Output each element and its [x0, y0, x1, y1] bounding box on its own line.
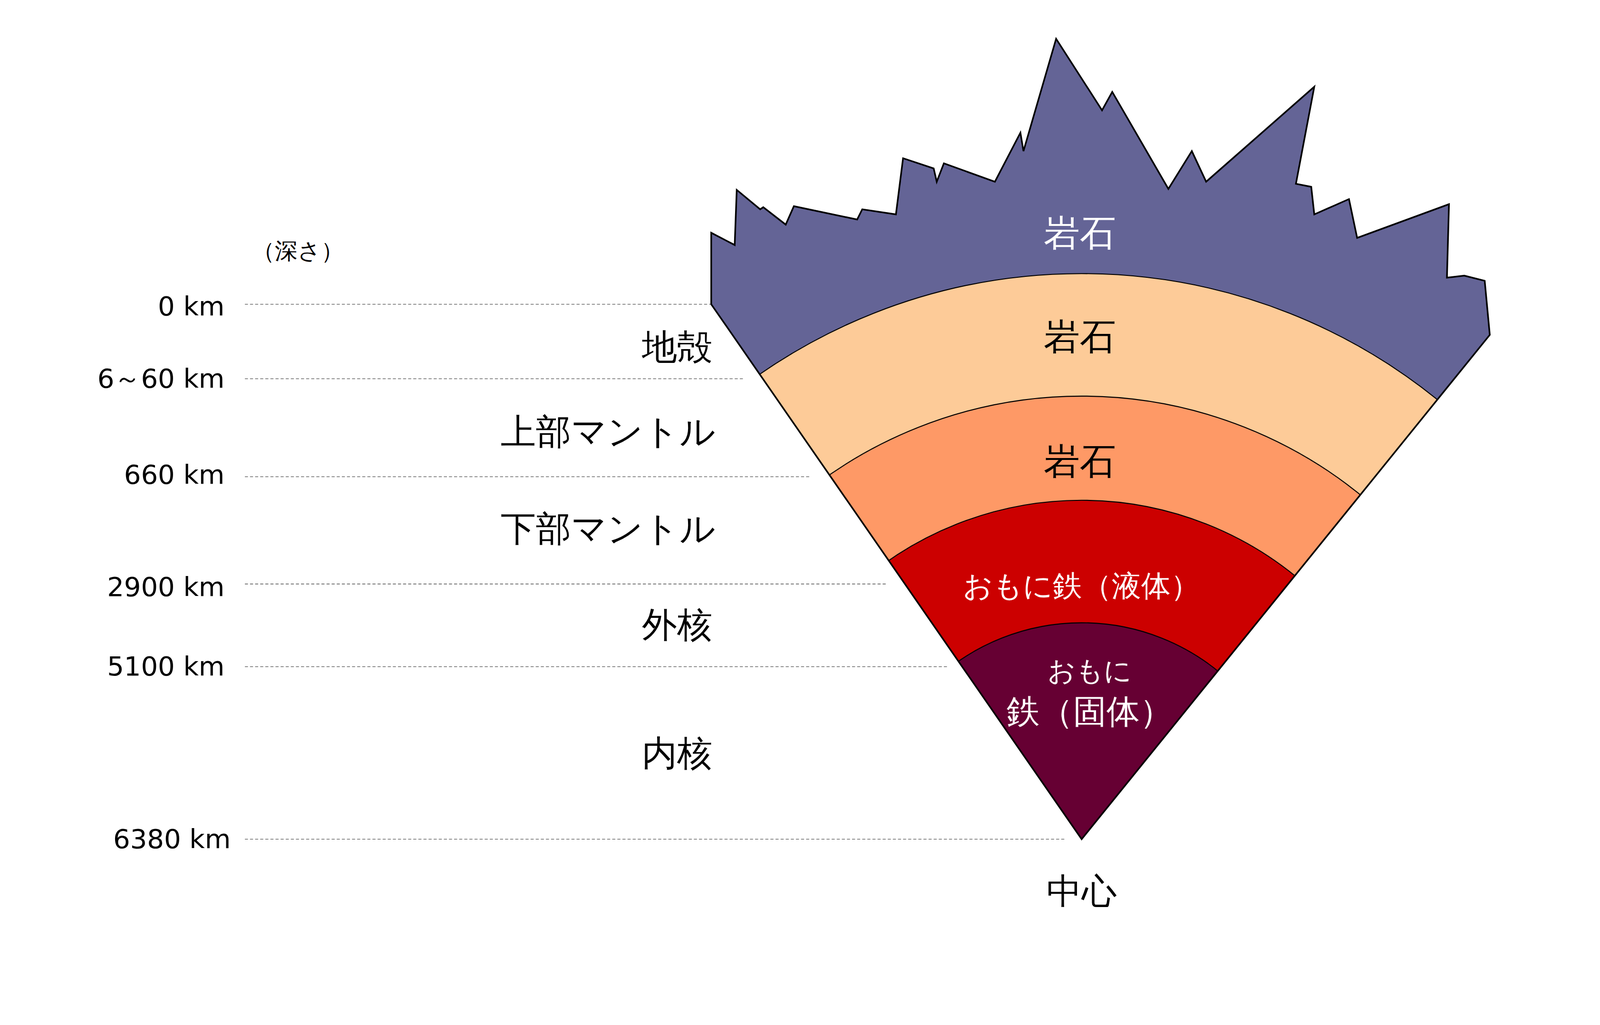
layer-name: 上部マントル [498, 411, 718, 452]
center-label: 中心 [1044, 870, 1119, 912]
layer-material: 岩石 [1043, 212, 1116, 254]
layer-material: 鉄（固体） [1006, 692, 1174, 731]
inner-core-band: おもに鉄（固体） [1003, 651, 1176, 734]
layer-material: おもに鉄（液体） [962, 568, 1201, 603]
layer-name: 外核 [640, 604, 715, 645]
depth-label: 660 km [122, 459, 227, 490]
depth-label: 2900 km [105, 571, 227, 602]
layer-name: 下部マントル [498, 508, 718, 549]
depth-label: 6380 km [111, 823, 233, 854]
earth-outline [711, 38, 1490, 840]
layer-name: 内核 [640, 732, 715, 774]
crust-band: 岩石 [1040, 209, 1119, 257]
layer-name: 地殻 [640, 326, 715, 368]
depth-label: 6～60 km [95, 363, 227, 394]
axis-heading: （深さ） [250, 237, 346, 264]
upper-mantle-band: 岩石 [1040, 312, 1119, 360]
outer-core-band: おもに鉄（液体） [960, 565, 1203, 606]
layer-material: 岩石 [1043, 440, 1116, 482]
layer-material: 岩石 [1043, 315, 1116, 358]
depth-label: 0 km [155, 290, 227, 322]
depth-label: 5100 km [105, 650, 227, 682]
layer-material: おもに [1047, 654, 1132, 687]
lower-mantle-band: 岩石 [1040, 437, 1119, 485]
